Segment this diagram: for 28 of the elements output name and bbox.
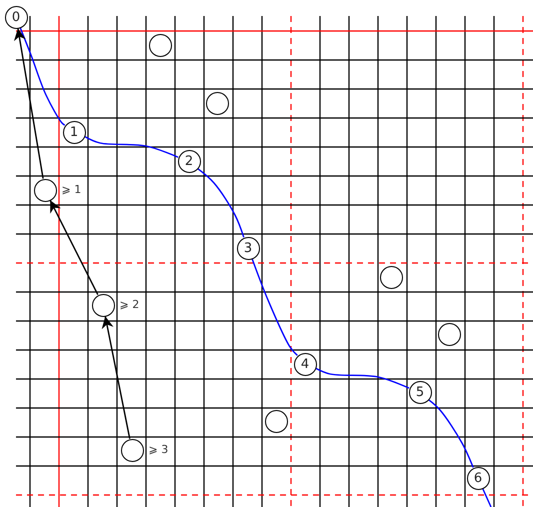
- numbered-circle: 6: [466, 466, 490, 490]
- numbered-circle: 0: [4, 6, 28, 28]
- curve-line: [315, 368, 410, 389]
- arrow: [102, 316, 130, 439]
- circle: [438, 322, 460, 346]
- curve-line: [251, 258, 298, 356]
- node-caption: ⩾ 1: [62, 184, 82, 195]
- circle: [92, 294, 114, 316]
- numbered-circle: 1: [62, 120, 86, 144]
- arrow: [14, 28, 44, 179]
- numbered-circle: 3: [236, 236, 260, 260]
- circle: [380, 266, 402, 288]
- circle: [120, 438, 144, 462]
- node-caption: ⩾ 2: [120, 299, 140, 310]
- circle: [148, 34, 172, 56]
- curve-line: [482, 488, 492, 507]
- curve-line: [428, 399, 474, 468]
- circle: [206, 92, 228, 114]
- numbered-circle: 2: [178, 150, 200, 172]
- arrow: [50, 200, 98, 296]
- circle: [34, 178, 56, 202]
- curve-line: [197, 168, 244, 238]
- numbered-circle: 5: [408, 380, 432, 404]
- curve-line: [84, 136, 178, 158]
- numbered-circle: 4: [294, 352, 316, 376]
- curve-line: [20, 27, 66, 126]
- node-caption: ⩾ 3: [148, 444, 168, 455]
- circle: [264, 410, 288, 432]
